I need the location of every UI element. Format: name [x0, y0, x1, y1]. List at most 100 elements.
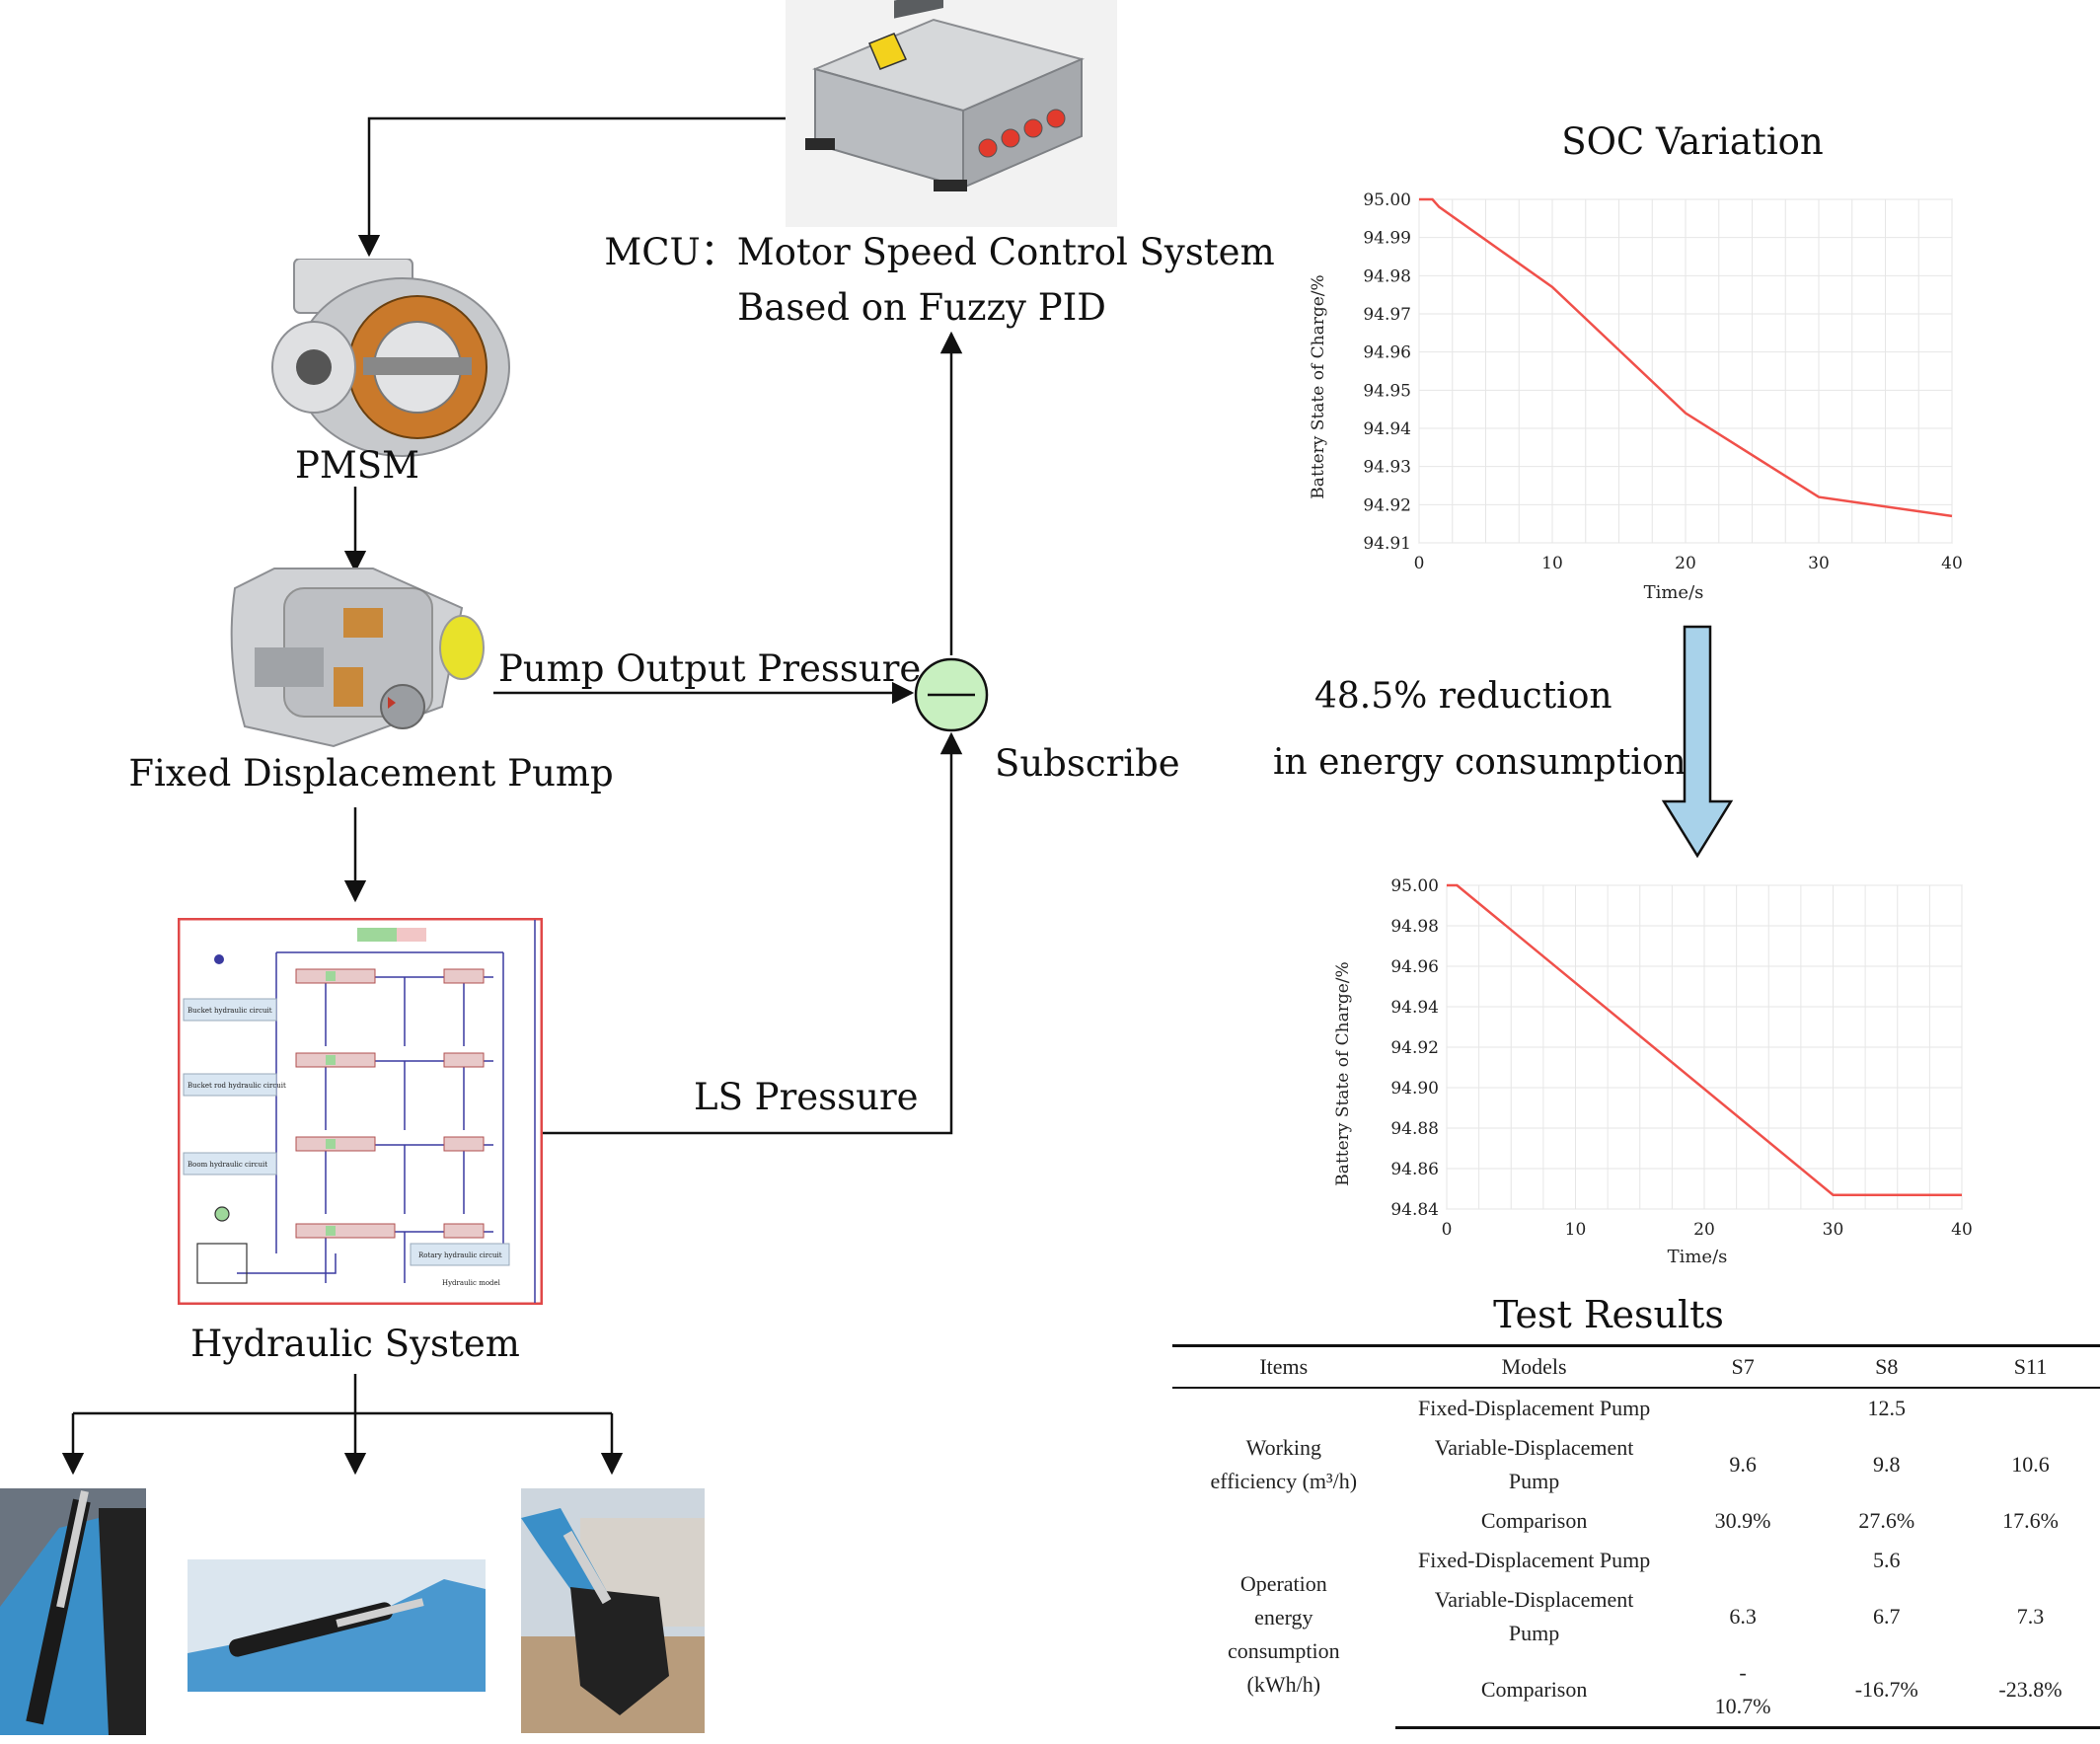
header-items: Items — [1172, 1344, 1395, 1389]
pump-output-label: Pump Output Pressure — [498, 647, 922, 690]
model-comparison: Comparison — [1480, 1508, 1588, 1533]
pump-label: Fixed Displacement Pump — [128, 752, 614, 795]
y-tick-label: 94.88 — [1390, 1119, 1439, 1139]
arrow-ls-to-subtract — [541, 731, 963, 1135]
y-tick-label: 94.93 — [1363, 458, 1411, 478]
model-fixed: Fixed-Displacement Pump — [1417, 1396, 1651, 1420]
table-title: Test Results — [1493, 1293, 1724, 1336]
model-label-hydraulic-model: Hydraulic model — [442, 1279, 501, 1287]
y-tick-label: 94.86 — [1390, 1160, 1439, 1179]
y-tick-label: 94.98 — [1363, 266, 1411, 286]
header-s7: S7 — [1673, 1344, 1813, 1389]
soc-chart-before-ylabel: Battery State of Charge/% — [1309, 274, 1328, 498]
arm-bucket-photo — [521, 1488, 705, 1733]
soc-chart-before-xlabel: Time/s — [1644, 582, 1704, 603]
ls-pressure-label: LS Pressure — [694, 1076, 919, 1118]
y-tick-label: 94.94 — [1390, 998, 1439, 1018]
eff-variable-s8: 9.8 — [1873, 1452, 1901, 1477]
x-tick-label: 30 — [1823, 1220, 1844, 1240]
x-tick-label: 0 — [1442, 1220, 1453, 1240]
reduction-down-arrow — [1661, 625, 1734, 859]
x-tick-label: 30 — [1808, 554, 1830, 573]
soc-series-line-before — [1419, 197, 1953, 518]
y-tick-label: 95.00 — [1363, 190, 1411, 210]
boom-cylinder-photo — [188, 1559, 486, 1692]
model-label-bucket-rod: Bucket rod hydraulic circuit — [188, 1082, 286, 1090]
table-row: Comparison -10.7% -16.7% -23.8% — [1172, 1653, 2100, 1729]
eff-variable-s11: 10.6 — [2011, 1452, 2050, 1477]
energy-comparison-s8: -16.7% — [1812, 1653, 1961, 1729]
energy-comparison-s7: -10.7% — [1673, 1653, 1813, 1729]
soc-chart-before: 94.91 94.92 94.93 94.94 94.95 94.96 94.97 94.98… — [1309, 190, 1963, 603]
soc-chart-after-xlabel: Time/s — [1668, 1247, 1728, 1267]
y-tick-label: 94.96 — [1390, 957, 1439, 977]
x-tick-label: 20 — [1693, 1220, 1715, 1240]
energy-variable-s7: 6.3 — [1729, 1604, 1757, 1629]
y-tick-label: 94.84 — [1390, 1200, 1439, 1220]
y-tick-label: 95.00 — [1390, 876, 1439, 896]
mcu-label-line1: MCU：Motor Speed Control System — [604, 231, 1275, 273]
eff-comparison-s7: 30.9% — [1714, 1508, 1771, 1533]
model-comparison: Comparison — [1394, 1653, 1674, 1729]
energy-variable-s11: 7.3 — [2016, 1604, 2045, 1629]
x-tick-label: 40 — [1951, 1220, 1973, 1240]
model-label-bucket: Bucket hydraulic circuit — [188, 1007, 272, 1015]
energy-variable-s8: 6.7 — [1873, 1604, 1901, 1629]
reduction-line2: in energy consumption — [1273, 742, 1687, 783]
soc-series-line-after — [1447, 883, 1962, 1196]
y-tick-label: 94.96 — [1363, 343, 1411, 363]
eff-variable-s7: 9.6 — [1729, 1452, 1757, 1477]
eff-comparison-s11: 17.6% — [2002, 1508, 2059, 1533]
soc-chart-title: SOC Variation — [1561, 120, 1824, 163]
x-tick-label: 10 — [1541, 554, 1563, 573]
x-tick-label: 10 — [1565, 1220, 1587, 1240]
arrow-hydraulic-to-actuators — [73, 1374, 612, 1415]
reduction-line1: 48.5% reduction — [1314, 676, 1612, 717]
arrow-mcu-to-pmsm — [357, 116, 794, 258]
pmsm-motor-image — [271, 259, 510, 457]
header-s11: S11 — [1960, 1344, 2100, 1389]
energy-comparison-s11: -23.8% — [1960, 1653, 2100, 1729]
subtract-node — [914, 657, 989, 732]
soc-chart-after: 94.84 94.86 94.88 94.90 94.92 94.94 94.96 94.98… — [1333, 876, 1973, 1267]
mcu-label-line2: Based on Fuzzy PID — [737, 286, 1106, 329]
model-fixed: Fixed-Displacement Pump — [1417, 1548, 1651, 1572]
x-tick-label: 20 — [1675, 554, 1696, 573]
y-tick-label: 94.95 — [1363, 381, 1411, 401]
header-models: Models — [1394, 1344, 1674, 1389]
x-tick-label: 0 — [1414, 554, 1425, 573]
subscribe-label: Subscribe — [995, 742, 1180, 785]
mcu-controller-image — [786, 0, 1117, 227]
y-tick-label: 94.98 — [1390, 917, 1439, 937]
y-tick-label: 94.94 — [1363, 419, 1411, 439]
x-tick-label: 40 — [1941, 554, 1963, 573]
hydraulic-system-label: Hydraulic System — [190, 1323, 520, 1365]
y-tick-label: 94.91 — [1363, 534, 1411, 554]
y-tick-label: 94.90 — [1390, 1079, 1439, 1099]
y-tick-label: 94.99 — [1363, 229, 1411, 249]
hydraulic-model-image: Bucket hydraulic circuit Bucket rod hydr… — [178, 918, 543, 1305]
bucket-cylinder-photo — [0, 1488, 146, 1735]
y-tick-label: 94.92 — [1363, 495, 1411, 515]
y-tick-label: 94.92 — [1390, 1038, 1439, 1058]
eff-fixed-value: 12.5 — [1867, 1396, 1907, 1420]
energy-fixed-value: 5.6 — [1873, 1548, 1901, 1572]
y-tick-label: 94.97 — [1363, 305, 1411, 325]
eff-comparison-s8: 27.6% — [1858, 1508, 1915, 1533]
model-label-boom: Boom hydraulic circuit — [188, 1161, 267, 1169]
soc-chart-after-ylabel: Battery State of Charge/% — [1333, 961, 1353, 1185]
table-row: Comparison 30.9% 27.6% 17.6% — [1172, 1501, 2100, 1541]
pump-image — [230, 568, 485, 748]
header-s8: S8 — [1812, 1344, 1961, 1389]
model-label-rotary: Rotary hydraulic circuit — [418, 1251, 502, 1259]
pmsm-label: PMSM — [294, 444, 420, 487]
